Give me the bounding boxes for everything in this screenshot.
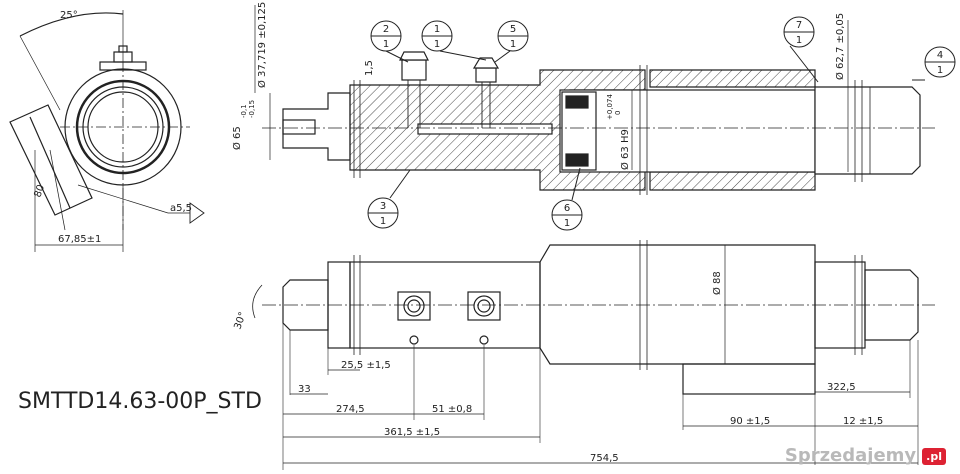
dia-627-label: Ø 62,7 ±0,05 bbox=[834, 13, 846, 80]
balloon-5-bottom: 1 bbox=[510, 39, 516, 50]
balloon-6-bottom: 1 bbox=[564, 218, 570, 229]
dim-6785-label: 67,85±1 bbox=[58, 234, 101, 245]
dim-2745-label: 274,5 bbox=[336, 404, 365, 415]
dim-255-label: 25,5 ±1,5 bbox=[341, 360, 391, 371]
balloon-7-bottom: 1 bbox=[796, 35, 802, 46]
dia-63-label: Ø 63 H9 bbox=[619, 129, 631, 170]
dia-63-tol-bot: 0 bbox=[614, 111, 622, 115]
dia-88-label: Ø 88 bbox=[711, 271, 723, 295]
balloon-7-top: 7 bbox=[796, 20, 802, 31]
balloon-2-bottom: 1 bbox=[383, 39, 389, 50]
angle-25-label: 25° bbox=[60, 10, 78, 21]
end-view bbox=[9, 10, 205, 252]
balloon-callouts bbox=[367, 16, 956, 231]
weld-a55-label: a5,5 bbox=[170, 203, 192, 214]
balloon-3-top: 3 bbox=[380, 201, 386, 212]
dim-7545-label: 754,5 bbox=[590, 453, 619, 464]
dia-65-label: Ø 65 bbox=[231, 126, 243, 150]
side-view bbox=[252, 240, 935, 470]
dim-3225-label: 322,5 bbox=[827, 382, 856, 393]
watermark-text: Sprzedajemy bbox=[784, 445, 917, 466]
balloon-2-top: 2 bbox=[383, 24, 389, 35]
section-view bbox=[254, 5, 935, 195]
dia-65-tol-bot: -0,15 bbox=[248, 100, 256, 118]
angle-30-label: 30° bbox=[232, 311, 248, 331]
dim-3615-label: 361,5 ±1,5 bbox=[384, 427, 440, 438]
watermark: Sprzedajemy .pl bbox=[785, 445, 946, 466]
balloon-1-bottom: 1 bbox=[434, 39, 440, 50]
balloon-4-top: 4 bbox=[937, 50, 943, 61]
drawing-title: SMTTD14.63-00P_STD bbox=[18, 389, 262, 414]
balloon-3-bottom: 1 bbox=[380, 216, 386, 227]
dim-12-label: 12 ±1,5 bbox=[843, 416, 883, 427]
dia-37719-label: Ø 37,719 ±0,125 bbox=[256, 2, 268, 88]
dim-33-label: 33 bbox=[298, 384, 311, 395]
dim-90-label: 90 ±1,5 bbox=[730, 416, 770, 427]
dia-65-tol-top: -0,1 bbox=[240, 104, 248, 118]
dim-51-label: 51 ±0,8 bbox=[432, 404, 472, 415]
dim-15-label: 1,5 bbox=[364, 60, 375, 76]
balloon-6-top: 6 bbox=[564, 203, 570, 214]
dia-63-tol-top: +0,074 bbox=[606, 94, 614, 120]
balloon-1-top: 1 bbox=[434, 24, 440, 35]
balloon-4-bottom: 1 bbox=[937, 65, 943, 76]
dim-80-label: 80 bbox=[32, 183, 47, 199]
watermark-badge: .pl bbox=[922, 447, 946, 465]
balloon-5-top: 5 bbox=[510, 24, 516, 35]
